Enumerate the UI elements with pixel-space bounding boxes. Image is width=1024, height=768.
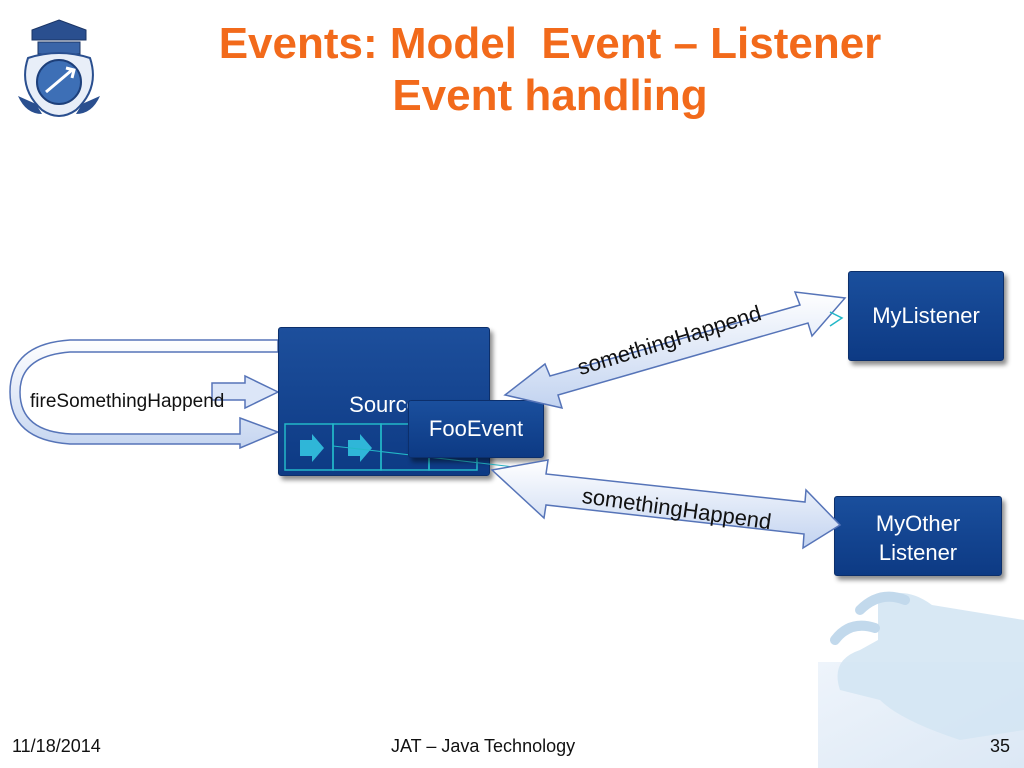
foo-event-label: FooEvent: [428, 416, 524, 441]
queue-arrow-icon: [300, 434, 324, 462]
slide-title: Events: Model Event – Listener Event han…: [120, 18, 980, 122]
footer-date: 11/18/2014: [12, 736, 101, 756]
my-listener-label: MyListener: [872, 303, 980, 328]
slide-title-line-1: Events: Model Event – Listener: [218, 19, 882, 68]
queue-arrow-icon: [348, 434, 372, 462]
arrow-to-my-other-listener: [490, 459, 842, 550]
my-listener-box: MyListener: [848, 271, 1004, 361]
source-label: Source: [349, 392, 419, 417]
university-logo: [18, 19, 100, 117]
slide-title-line-2: Event handling: [392, 71, 708, 120]
my-other-listener-line2: Listener: [878, 540, 958, 565]
my-other-listener-box: MyOther Listener: [834, 496, 1002, 576]
foo-event-box: FooEvent: [408, 400, 544, 458]
arrow-to-my-listener: [503, 291, 847, 410]
footer-course: JAT – Java Technology: [391, 736, 576, 756]
fire-label: fireSomethingHappend: [30, 391, 225, 412]
slide-number: 35: [990, 736, 1011, 756]
my-other-listener-line1: MyOther: [875, 511, 961, 536]
